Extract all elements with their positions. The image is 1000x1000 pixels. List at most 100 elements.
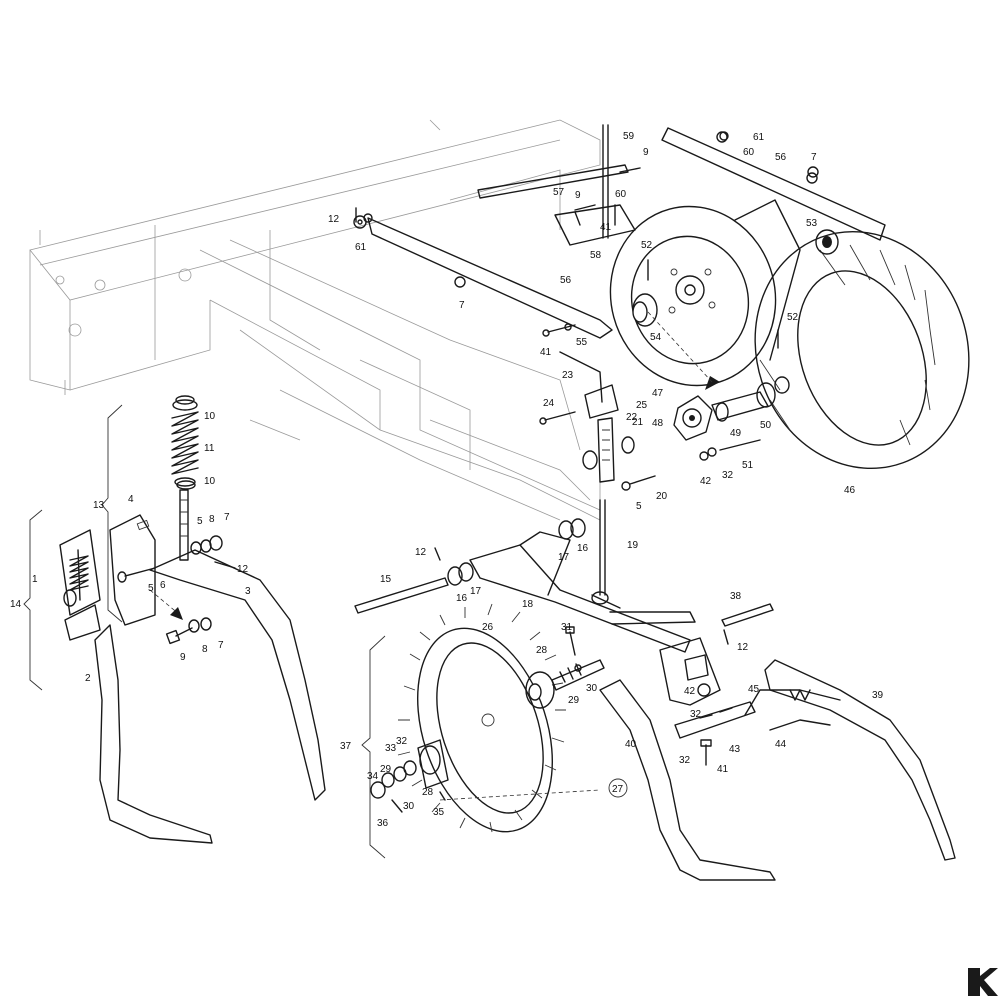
washer-61-left: [363, 213, 373, 223]
bolt-24: [539, 411, 576, 425]
spring-11: [171, 399, 199, 487]
bushing-53: [815, 229, 839, 255]
label-10-top: 10: [204, 411, 216, 422]
label-41-mid: 41: [540, 347, 552, 358]
plate-4: [109, 514, 156, 626]
label-16-mid: 16: [456, 593, 468, 604]
label-61-left: 61: [355, 242, 367, 253]
label-9-lower: 9: [180, 652, 186, 663]
label-45: 45: [748, 684, 760, 695]
label-8-lower: 8: [202, 644, 208, 655]
label-7-lower: 7: [218, 640, 224, 651]
label-31: 31: [561, 622, 573, 633]
label-7-top: 7: [811, 152, 817, 163]
label-9-right: 9: [643, 147, 649, 158]
label-33: 33: [385, 743, 397, 754]
label-38: 38: [730, 591, 742, 602]
cross-shaft-57: [477, 164, 629, 199]
stub-axle-50: [711, 376, 790, 422]
main-frame-outline: [29, 119, 601, 521]
washer-55: [564, 323, 572, 331]
bolt-9-top-right: [619, 167, 641, 173]
label-37: 37: [340, 741, 352, 752]
label-56-mid: 56: [560, 275, 572, 286]
spring-44: [744, 689, 841, 731]
label-17-mid: 17: [470, 586, 482, 597]
label-43: 43: [729, 744, 741, 755]
bolt-20: [621, 475, 656, 491]
label-11: 11: [204, 443, 215, 454]
label-36: 36: [377, 818, 389, 829]
label-35: 35: [433, 807, 445, 818]
right-link-bar: [661, 127, 886, 241]
label-25: 25: [636, 400, 648, 411]
nut-7-mid: [454, 276, 466, 288]
label-14: 14: [10, 599, 22, 610]
label-21: 21: [632, 417, 644, 428]
label-7-mid: 7: [459, 300, 465, 311]
rod-19: [599, 499, 606, 596]
tine-40: [599, 679, 776, 881]
label-57: 57: [553, 187, 565, 198]
label-30-upper: 30: [586, 683, 598, 694]
label-55: 55: [576, 337, 588, 348]
label-1: 1: [32, 574, 38, 585]
label-40: 40: [625, 739, 637, 750]
label-47: 47: [652, 388, 664, 399]
label-28-upper: 28: [536, 645, 548, 656]
label-41-lower: 41: [717, 764, 729, 775]
label-51: 51: [742, 460, 754, 471]
label-12-right: 12: [737, 642, 749, 653]
bolt-41-top: [542, 324, 576, 337]
bearing-27-ref: [439, 778, 628, 801]
washers-10: [175, 395, 196, 490]
main-beam-18: [469, 531, 696, 653]
label-60-mid: 60: [615, 189, 627, 200]
label-12-top: 12: [328, 214, 340, 225]
bolt-9-lower: [165, 627, 193, 645]
label-42-top: 42: [700, 476, 712, 487]
label-23: 23: [562, 370, 574, 381]
hub-stack-left: [370, 739, 449, 813]
label-59: 59: [623, 131, 635, 142]
label-8-upper: 8: [209, 514, 215, 525]
cotter-pin-12-left: [214, 561, 236, 569]
label-29-upper: 29: [568, 695, 580, 706]
label-34: 34: [367, 771, 379, 782]
label-32-lower: 32: [679, 755, 691, 766]
label-5-left: 5: [197, 516, 203, 527]
label-6: 6: [160, 580, 166, 591]
label-5-right: 5: [636, 501, 642, 512]
washer-61-right: [719, 131, 729, 141]
pin-15: [354, 577, 449, 614]
label-27: 27: [612, 784, 624, 795]
label-39: 39: [872, 690, 884, 701]
label-32-mid: 32: [690, 709, 702, 720]
label-22: 22: [626, 412, 638, 423]
bracket-42-arm: [659, 637, 721, 706]
label-20: 20: [656, 491, 668, 502]
brand-logo: [968, 968, 998, 996]
label-54: 54: [650, 332, 662, 343]
label-16-top: 16: [577, 543, 589, 554]
washer-stack-lower: [188, 617, 212, 633]
label-61-right: 61: [753, 132, 765, 143]
bracket-1-14: [59, 529, 101, 641]
label-48: 48: [652, 418, 664, 429]
tine-3: [149, 549, 326, 801]
label-32-left: 32: [396, 736, 408, 747]
label-32-top: 32: [722, 470, 734, 481]
label-12-mid: 12: [415, 547, 427, 558]
label-30-lower: 30: [403, 801, 415, 812]
label-19: 19: [627, 540, 639, 551]
axle-stack-28-30: [525, 659, 605, 709]
brace-14: [23, 509, 43, 691]
label-12-left: 12: [237, 564, 249, 575]
tyre-46: [754, 230, 970, 470]
label-26: 26: [482, 622, 494, 633]
label-49: 49: [730, 428, 742, 439]
bracket-58: [554, 204, 636, 246]
upper-link-bar: [353, 215, 613, 339]
label-18: 18: [522, 599, 534, 610]
